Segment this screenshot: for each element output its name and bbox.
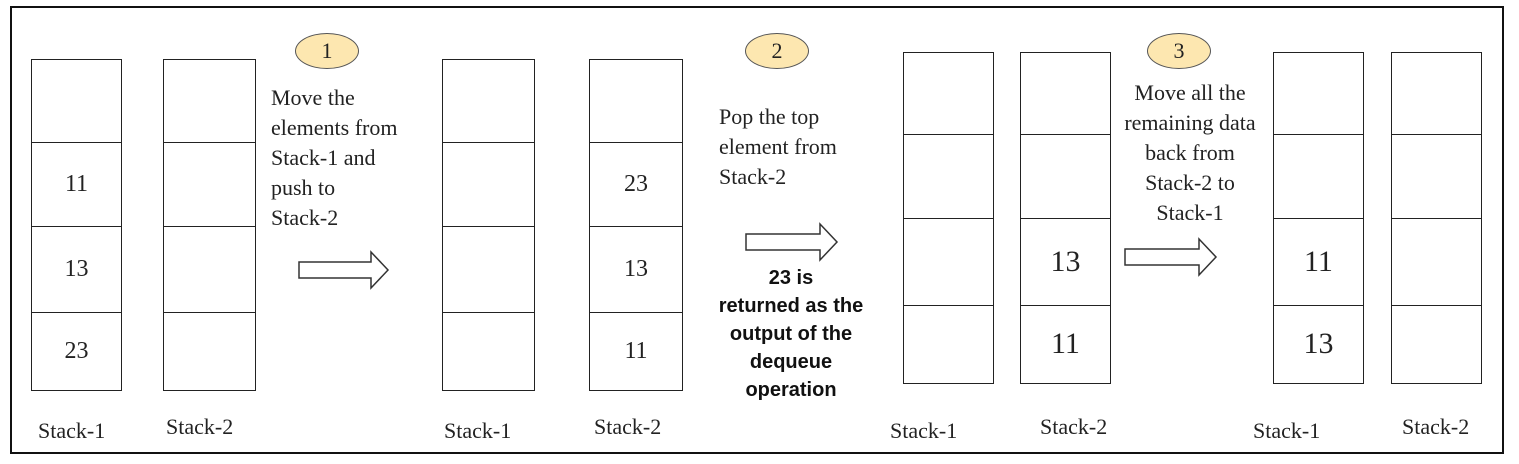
stage2-stack2-label: Stack-2 [594,414,662,439]
step1-line-2: elements from [271,115,398,140]
stage1-stack2-cell-3 [164,226,255,312]
stage3-stack2-cell-3: 13 [1050,244,1081,278]
stage3-stack2: 13 11 [1020,52,1111,384]
stage1-stack1-label: Stack-1 [38,418,106,443]
stage4-stack1: 11 13 [1273,52,1364,384]
step3-line-4: Stack-2 to [1145,170,1235,195]
step3-line-3: back from [1145,140,1235,165]
stage2-stack2-cell-2: 23 [624,170,648,197]
step2-arrow-icon [745,222,839,262]
stage4-stack2-cell-2 [1392,134,1481,218]
stage1-stack1: 11 13 23 [31,59,122,391]
step3-badge: 3 [1147,33,1211,69]
stage1-stack2 [163,59,256,391]
stage3-stack2-cell-1 [1021,53,1110,134]
stage1-stack1-cell-2: 11 [64,170,89,197]
stage3-stack1-cell-4 [904,305,993,383]
stage2-stack2-cell-3: 13 [624,255,648,282]
step2-description: Pop the top element from Stack-2 [719,102,837,192]
step2-line-3: Stack-2 [719,164,787,189]
stage1-stack2-label: Stack-2 [166,414,234,439]
stage1-stack2-cell-2 [164,142,255,226]
stage4-stack2-label: Stack-2 [1402,414,1470,439]
diagram-frame [10,6,1504,454]
step1-badge: 1 [295,33,359,69]
stage2-stack1-cell-3 [443,226,534,312]
stage1-stack2-cell-1 [164,60,255,142]
step3-line-2: remaining data [1124,110,1256,135]
step2-badge: 2 [745,33,809,69]
stage4-stack2-cell-3 [1392,218,1481,305]
stage4-stack1-cell-4: 13 [1303,327,1334,360]
step3-arrow-icon [1124,237,1218,277]
stage3-stack2-cell-4: 11 [1051,327,1080,360]
step1-line-5: Stack-2 [271,205,339,230]
step3-line-5: Stack-1 [1156,200,1224,225]
step3-description: Move all the remaining data back from St… [1111,78,1269,228]
stage1-stack1-cell-1 [32,60,121,142]
step2-result-line-4: dequeue [749,351,833,373]
stage4-stack1-cell-2 [1274,134,1363,218]
stage3-stack1-cell-2 [904,134,993,218]
stage2-stack1-cell-2 [443,142,534,226]
stage2-stack1-cell-1 [443,60,534,142]
stage2-stack1 [442,59,535,391]
stage2-stack2: 23 13 11 [589,59,683,391]
stage3-stack2-label: Stack-2 [1040,414,1108,439]
step1-description: Move the elements from Stack-1 and push … [271,83,397,233]
stage3-stack2-cell-2 [1021,134,1110,218]
stage3-stack1 [903,52,994,384]
stage4-stack2-cell-1 [1392,53,1481,134]
stage1-stack1-cell-4: 23 [64,337,89,364]
step1-line-1: Move the [271,85,355,110]
step2-line-1: Pop the top [719,104,820,129]
stage4-stack1-cell-3: 11 [1304,244,1333,278]
step1-line-4: push to [271,175,336,200]
step2-result-line-2: returned as the [718,295,864,317]
stage2-stack1-cell-4 [443,312,534,390]
step2-result-line-1: 23 is [768,267,814,289]
step1-arrow-icon [298,250,390,290]
stage4-stack2-cell-4 [1392,305,1481,383]
stage3-stack1-cell-3 [904,218,993,305]
stage3-stack1-cell-1 [904,53,993,134]
stage1-stack1-cell-3: 13 [64,255,89,282]
stage1-stack2-cell-4 [164,312,255,390]
stage3-stack1-label: Stack-1 [890,418,958,443]
stage4-stack1-label: Stack-1 [1253,418,1321,443]
step2-result-line-3: output of the [729,323,853,345]
step1-line-3: Stack-1 and [271,145,376,170]
step2-result: 23 is returned as the output of the dequ… [694,264,888,404]
step2-result-line-5: operation [745,379,837,401]
step3-line-1: Move all the [1134,80,1246,105]
stage2-stack1-label: Stack-1 [444,418,512,443]
step2-line-2: element from [719,134,837,159]
stage2-stack2-cell-1 [590,60,682,142]
stage4-stack2 [1391,52,1482,384]
stage2-stack2-cell-4: 11 [624,337,648,364]
stage4-stack1-cell-1 [1274,53,1363,134]
